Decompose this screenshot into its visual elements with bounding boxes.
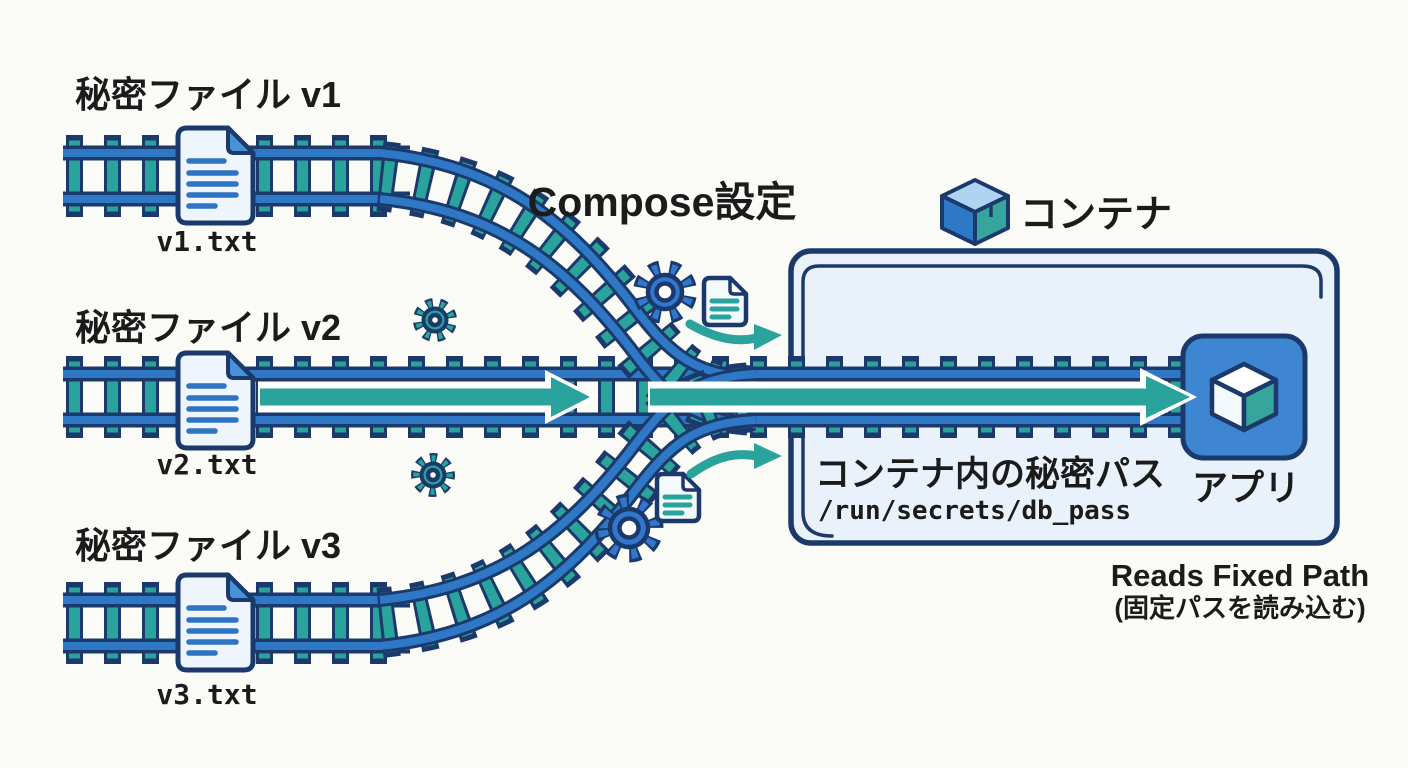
- note-line2: (固定パスを読み込む): [1114, 593, 1365, 623]
- compose-doc-icon-top: [704, 278, 746, 325]
- app-label: アプリ: [1192, 467, 1300, 508]
- secret-file-icon-v1: [178, 128, 253, 223]
- flow-arrow-right: [648, 368, 1197, 426]
- secret-path-value: /run/secrets/db_pass: [818, 496, 1131, 526]
- gear-icon-blue-bottom: [594, 493, 664, 563]
- secret-label-v1: 秘密ファイル v1: [75, 74, 341, 115]
- gear-icon-teal-bottom: [411, 453, 455, 497]
- secret-filename-v2: v2.txt: [156, 448, 257, 481]
- compose-label: Compose設定: [528, 179, 797, 225]
- app-box: [1180, 333, 1308, 461]
- mount-arrow-top: [685, 319, 782, 350]
- secret-label-v3: 秘密ファイル v3: [75, 525, 341, 566]
- mount-arrow-bottom: [686, 443, 782, 479]
- gear-icon-teal-top: [413, 298, 457, 342]
- secret-filename-v3: v3.txt: [156, 678, 257, 711]
- container-label: コンテナ: [1020, 194, 1172, 236]
- secret-path-title: コンテナ内の秘密パス: [815, 454, 1165, 494]
- secret-file-icon-v3: [178, 575, 253, 670]
- app-cube-icon: [1209, 361, 1279, 433]
- flow-arrow-left: [258, 370, 598, 424]
- compose-doc-icon-bottom: [657, 474, 699, 521]
- note-line1: Reads Fixed Path: [1111, 558, 1369, 593]
- secret-file-icon-v2: [178, 353, 253, 448]
- package-icon: [940, 178, 1010, 246]
- container-inner-border: [801, 264, 1323, 538]
- secret-label-v2: 秘密ファイル v2: [75, 307, 341, 348]
- secret-filename-v1: v1.txt: [156, 225, 257, 258]
